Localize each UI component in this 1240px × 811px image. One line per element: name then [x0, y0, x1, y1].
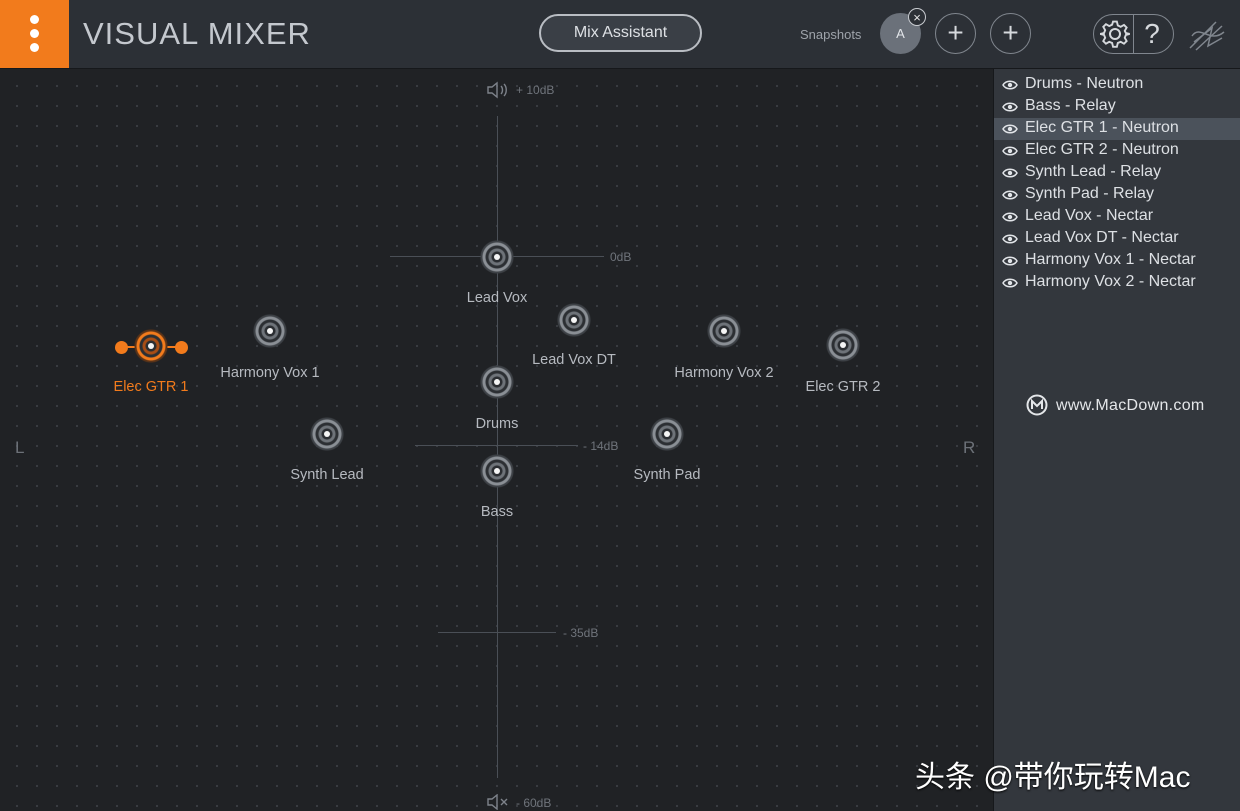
- add-snapshot-button-2[interactable]: +: [990, 13, 1031, 54]
- watermark-logo-icon: [1026, 394, 1048, 416]
- node-label-synth-lead: Synth Lead: [290, 467, 364, 483]
- eye-icon[interactable]: [1002, 80, 1018, 90]
- eye-icon[interactable]: [1002, 102, 1018, 112]
- db-label-35: - 35dB: [563, 626, 599, 640]
- node-label-drums: Drums: [475, 416, 519, 432]
- node-label-elec-gtr-2: Elec GTR 2: [805, 379, 881, 395]
- help-button[interactable]: ?: [1144, 18, 1160, 49]
- track-label: Elec GTR 1 - Neutron: [1025, 119, 1179, 136]
- db-label-bottom: - 60dB: [516, 796, 552, 810]
- eye-icon[interactable]: [1002, 234, 1018, 244]
- izotope-logo-icon: [1189, 21, 1225, 51]
- node-elec-gtr-2[interactable]: [825, 327, 861, 363]
- watermark-credit: 头条 @带你玩转Mac: [915, 761, 1191, 794]
- divider: [1133, 14, 1134, 54]
- track-label: Synth Lead - Relay: [1025, 163, 1162, 180]
- eye-icon[interactable]: [1002, 278, 1018, 288]
- node-drums[interactable]: [479, 364, 515, 400]
- db-label-14: - 14dB: [583, 439, 619, 453]
- eye-icon[interactable]: [1002, 190, 1018, 200]
- mixer-stage[interactable]: [0, 69, 993, 811]
- node-label-synth-pad: Synth Pad: [633, 467, 701, 483]
- node-label-harmony-vox-1: Harmony Vox 1: [220, 365, 320, 381]
- node-label-lead-vox-dt: Lead Vox DT: [532, 352, 616, 368]
- track-label: Harmony Vox 2 - Nectar: [1025, 273, 1196, 290]
- node-synth-pad[interactable]: [649, 416, 685, 452]
- eye-icon[interactable]: [1002, 256, 1018, 266]
- track-label: Harmony Vox 1 - Nectar: [1025, 251, 1196, 268]
- track-item[interactable]: Synth Lead - Relay: [994, 162, 1240, 184]
- snapshots-label: Snapshots: [800, 27, 862, 42]
- node-harmony-vox-2[interactable]: [706, 313, 742, 349]
- track-item[interactable]: Harmony Vox 1 - Nectar: [994, 250, 1240, 272]
- app-title: VISUAL MIXER: [83, 16, 311, 51]
- menu-dot-icon: [30, 43, 39, 52]
- eye-icon[interactable]: [1002, 212, 1018, 222]
- node-label-bass: Bass: [480, 504, 514, 520]
- track-item-selected[interactable]: Elec GTR 1 - Neutron: [994, 118, 1240, 140]
- node-lead-vox[interactable]: [479, 239, 515, 275]
- snapshot-close-icon[interactable]: ×: [908, 8, 926, 26]
- watermark-site: www.MacDown.com: [1056, 397, 1205, 414]
- track-label: Lead Vox DT - Nectar: [1025, 229, 1179, 246]
- menu-dot-icon: [30, 15, 39, 24]
- track-item[interactable]: Elec GTR 2 - Neutron: [994, 140, 1240, 162]
- header-bar: VISUAL MIXER Mix Assistant Snapshots A ×…: [0, 0, 1240, 69]
- node-label-lead-vox: Lead Vox: [466, 290, 528, 306]
- node-bass[interactable]: [479, 453, 515, 489]
- node-synth-lead[interactable]: [309, 416, 345, 452]
- node-harmony-vox-1[interactable]: [252, 313, 288, 349]
- pan-right-label: R: [963, 438, 976, 457]
- track-label: Lead Vox - Nectar: [1025, 207, 1154, 224]
- track-item[interactable]: Bass - Relay: [994, 96, 1240, 118]
- track-list-panel: Drums - Neutron Bass - Relay Elec GTR 1 …: [993, 69, 1240, 811]
- track-item[interactable]: Harmony Vox 2 - Nectar: [994, 272, 1240, 294]
- track-item[interactable]: Lead Vox DT - Nectar: [994, 228, 1240, 250]
- db-line-35: [438, 632, 556, 633]
- track-label: Synth Pad - Relay: [1025, 185, 1154, 202]
- node-label-harmony-vox-2: Harmony Vox 2: [674, 365, 774, 381]
- track-label: Elec GTR 2 - Neutron: [1025, 141, 1179, 158]
- eye-icon[interactable]: [1002, 146, 1018, 156]
- menu-dot-icon: [30, 29, 39, 38]
- eye-icon[interactable]: [1002, 124, 1018, 134]
- eye-icon[interactable]: [1002, 168, 1018, 178]
- node-elec-gtr-1[interactable]: [133, 328, 169, 364]
- db-line-14: [415, 445, 578, 446]
- main-menu-button[interactable]: [0, 0, 69, 68]
- track-item[interactable]: Drums - Neutron: [994, 74, 1240, 96]
- track-label: Drums - Neutron: [1025, 75, 1144, 92]
- node-label-elec-gtr-1: Elec GTR 1: [113, 379, 189, 395]
- node-lead-vox-dt[interactable]: [556, 302, 592, 338]
- track-item[interactable]: Lead Vox - Nectar: [994, 206, 1240, 228]
- width-handle-right[interactable]: [175, 341, 188, 354]
- db-label-0: 0dB: [610, 250, 632, 264]
- speaker-mute-icon: [487, 794, 508, 810]
- gear-icon[interactable]: [1099, 18, 1131, 50]
- mix-assistant-button[interactable]: Mix Assistant: [539, 14, 702, 52]
- add-snapshot-button[interactable]: +: [935, 13, 976, 54]
- volume-axis: [497, 116, 498, 778]
- width-handle-left[interactable]: [115, 341, 128, 354]
- track-item[interactable]: Synth Pad - Relay: [994, 184, 1240, 206]
- db-label-top: + 10dB: [516, 83, 555, 97]
- speaker-loud-icon: [487, 81, 507, 99]
- track-label: Bass - Relay: [1025, 97, 1116, 114]
- pan-left-label: L: [15, 438, 25, 457]
